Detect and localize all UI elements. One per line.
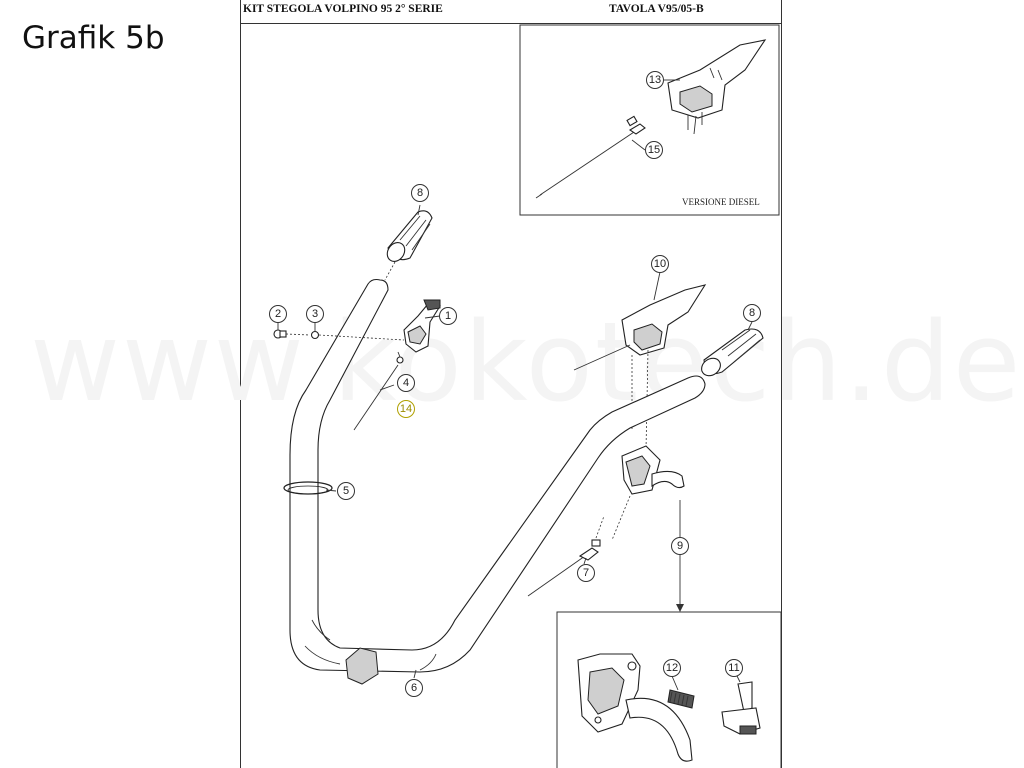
sheet-header: KIT STEGOLA VOLPINO 95 2° SERIE TAVOLA V… bbox=[241, 0, 781, 24]
callout-4: 4 bbox=[397, 374, 415, 392]
callout-12: 12 bbox=[663, 659, 681, 677]
leader-c1 bbox=[424, 315, 441, 319]
table-code: TAVOLA V95/05-B bbox=[609, 3, 704, 15]
svg-text:12: 12 bbox=[666, 662, 678, 674]
callout-6: 6 bbox=[405, 679, 423, 697]
svg-text:3: 3 bbox=[312, 308, 318, 320]
kit-title: KIT STEGOLA VOLPINO 95 2° SERIE bbox=[243, 3, 443, 15]
callout-3: 3 bbox=[306, 305, 324, 323]
leader-8a bbox=[384, 261, 396, 281]
part-4-choke-cable bbox=[353, 351, 404, 431]
part-8-grip-left bbox=[386, 210, 433, 262]
leader-9-down bbox=[611, 495, 631, 541]
callout-9: 9 bbox=[671, 537, 689, 555]
svg-text:5: 5 bbox=[343, 485, 349, 497]
part-2-screw bbox=[273, 329, 287, 339]
leader-c15 bbox=[631, 139, 646, 151]
svg-text:15: 15 bbox=[648, 144, 660, 156]
svg-text:1: 1 bbox=[445, 310, 451, 322]
svg-text:4: 4 bbox=[403, 377, 409, 389]
leader-c8b bbox=[747, 321, 753, 331]
svg-text:6: 6 bbox=[411, 682, 417, 694]
part-9-clutch-lever bbox=[621, 445, 685, 495]
part-1-choke-lever bbox=[403, 299, 441, 353]
part-8-grip-right bbox=[701, 328, 764, 377]
parts-sheet: KIT STEGOLA VOLPINO 95 2° SERIE TAVOLA V… bbox=[240, 0, 782, 768]
part-3-nut bbox=[310, 330, 320, 340]
part-10-accelerator-lever bbox=[573, 284, 707, 371]
callout-7: 7 bbox=[577, 564, 595, 582]
svg-text:8: 8 bbox=[417, 187, 423, 199]
svg-text:8: 8 bbox=[749, 307, 755, 319]
part-15-diesel-cable bbox=[535, 115, 646, 199]
part-11-lever-button bbox=[721, 681, 761, 735]
leader-c4 bbox=[379, 384, 395, 391]
callout-14: 14 bbox=[397, 400, 415, 418]
watermark: www.kokotech.de bbox=[30, 298, 1022, 426]
svg-text:11: 11 bbox=[728, 662, 739, 674]
svg-text:14: 14 bbox=[400, 403, 412, 415]
callout-10: 10 bbox=[651, 255, 669, 273]
callout-15: 15 bbox=[645, 141, 663, 159]
callout-2: 2 bbox=[269, 305, 287, 323]
leader-7 bbox=[595, 515, 605, 539]
callout-8-left: 8 bbox=[411, 184, 429, 202]
svg-text:9: 9 bbox=[677, 540, 683, 552]
inset-lever-box bbox=[556, 611, 782, 768]
inset-diesel-note: VERSIONE DIESEL bbox=[682, 197, 760, 207]
page-label: Grafik 5b bbox=[22, 20, 165, 56]
inset-diesel-box bbox=[519, 24, 780, 216]
callout-1: 1 bbox=[439, 307, 457, 325]
part-7-cable bbox=[527, 539, 601, 597]
leader-10 bbox=[631, 349, 649, 451]
leader-c7 bbox=[583, 557, 587, 565]
arrow-9 bbox=[676, 604, 684, 612]
svg-text:2: 2 bbox=[275, 308, 281, 320]
svg-text:10: 10 bbox=[654, 258, 666, 270]
svg-text:7: 7 bbox=[583, 567, 589, 579]
callout-11: 11 bbox=[725, 659, 743, 677]
leader-c10 bbox=[653, 271, 661, 301]
handlebar-mount bbox=[345, 647, 379, 685]
inset-lever-body bbox=[577, 653, 693, 762]
leader-c5 bbox=[325, 489, 337, 492]
part-12-spring bbox=[667, 689, 695, 709]
callout-13: 13 bbox=[646, 71, 664, 89]
leader-c6 bbox=[413, 669, 417, 679]
leader-screw bbox=[285, 333, 405, 341]
svg-text:13: 13 bbox=[649, 74, 661, 86]
leader-c8a bbox=[417, 204, 421, 216]
callout-8-right: 8 bbox=[743, 304, 761, 322]
leader-c12 bbox=[671, 675, 679, 691]
part-6-handlebar bbox=[289, 278, 706, 673]
part-13-diesel-lever bbox=[667, 39, 767, 135]
leader-c2-c3 bbox=[277, 322, 316, 331]
callout-5: 5 bbox=[337, 482, 355, 500]
